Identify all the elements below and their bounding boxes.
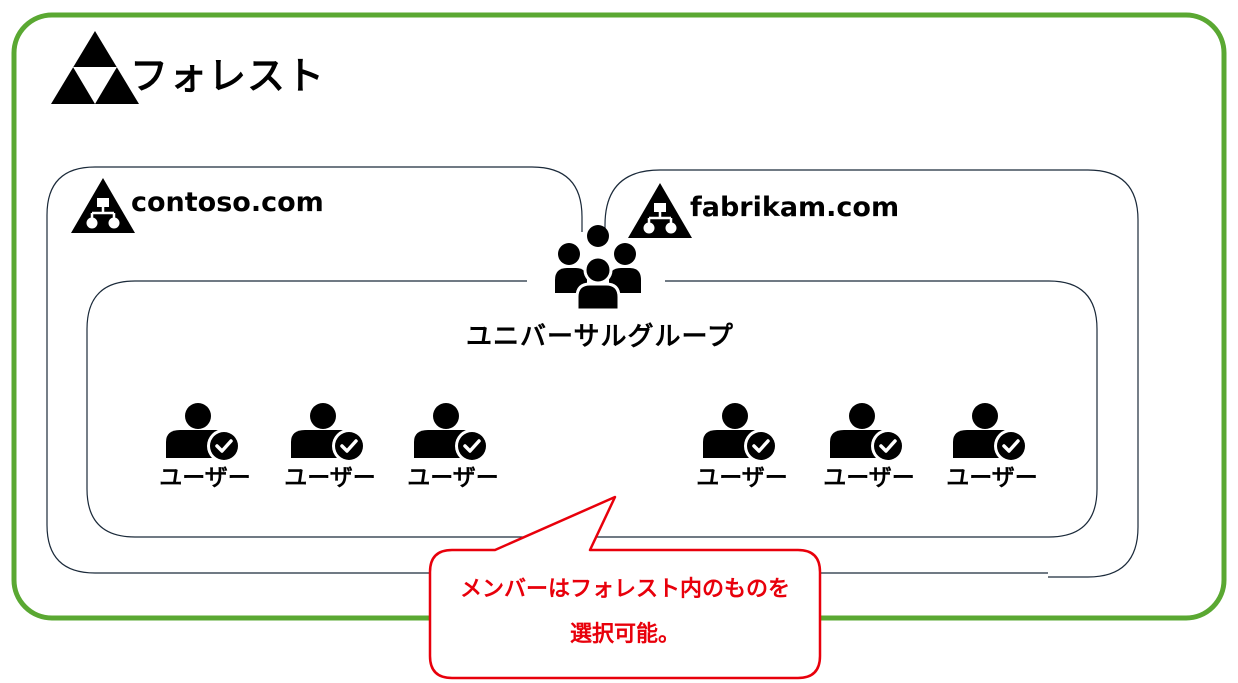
contoso-domain-label: contoso.com bbox=[131, 187, 324, 218]
forest-triforce-icon bbox=[51, 31, 139, 104]
fabrikam-domain-label: fabrikam.com bbox=[690, 192, 900, 223]
user-icon bbox=[951, 401, 1030, 465]
universal-group-label: ユニバーサルグループ bbox=[466, 322, 734, 352]
user-label: ユーザー bbox=[946, 465, 1038, 491]
callout-bubble bbox=[428, 495, 822, 680]
contoso-domain-icon bbox=[69, 176, 137, 235]
group-people-icon bbox=[555, 225, 641, 312]
user-icon bbox=[289, 401, 368, 465]
contoso-domain-boundary bbox=[46, 166, 1048, 574]
user-icon bbox=[828, 401, 907, 465]
user-label: ユーザー bbox=[159, 465, 251, 491]
user-icon bbox=[164, 401, 243, 465]
fabrikam-domain-icon bbox=[626, 181, 694, 240]
user-label: ユーザー bbox=[407, 465, 499, 491]
callout-line-1: メンバーはフォレスト内のものを bbox=[459, 577, 790, 602]
callout-text: メンバーはフォレスト内のものを 選択可能。 bbox=[429, 567, 821, 657]
user-label: ユーザー bbox=[696, 465, 788, 491]
user-label: ユーザー bbox=[823, 465, 915, 491]
fabrikam-domain-boundary bbox=[604, 169, 1139, 578]
user-label: ユーザー bbox=[284, 465, 376, 491]
forest-title: フォレスト bbox=[130, 54, 326, 98]
user-icon bbox=[701, 401, 780, 465]
user-icon bbox=[412, 401, 491, 465]
callout-line-2: 選択可能。 bbox=[569, 622, 680, 647]
